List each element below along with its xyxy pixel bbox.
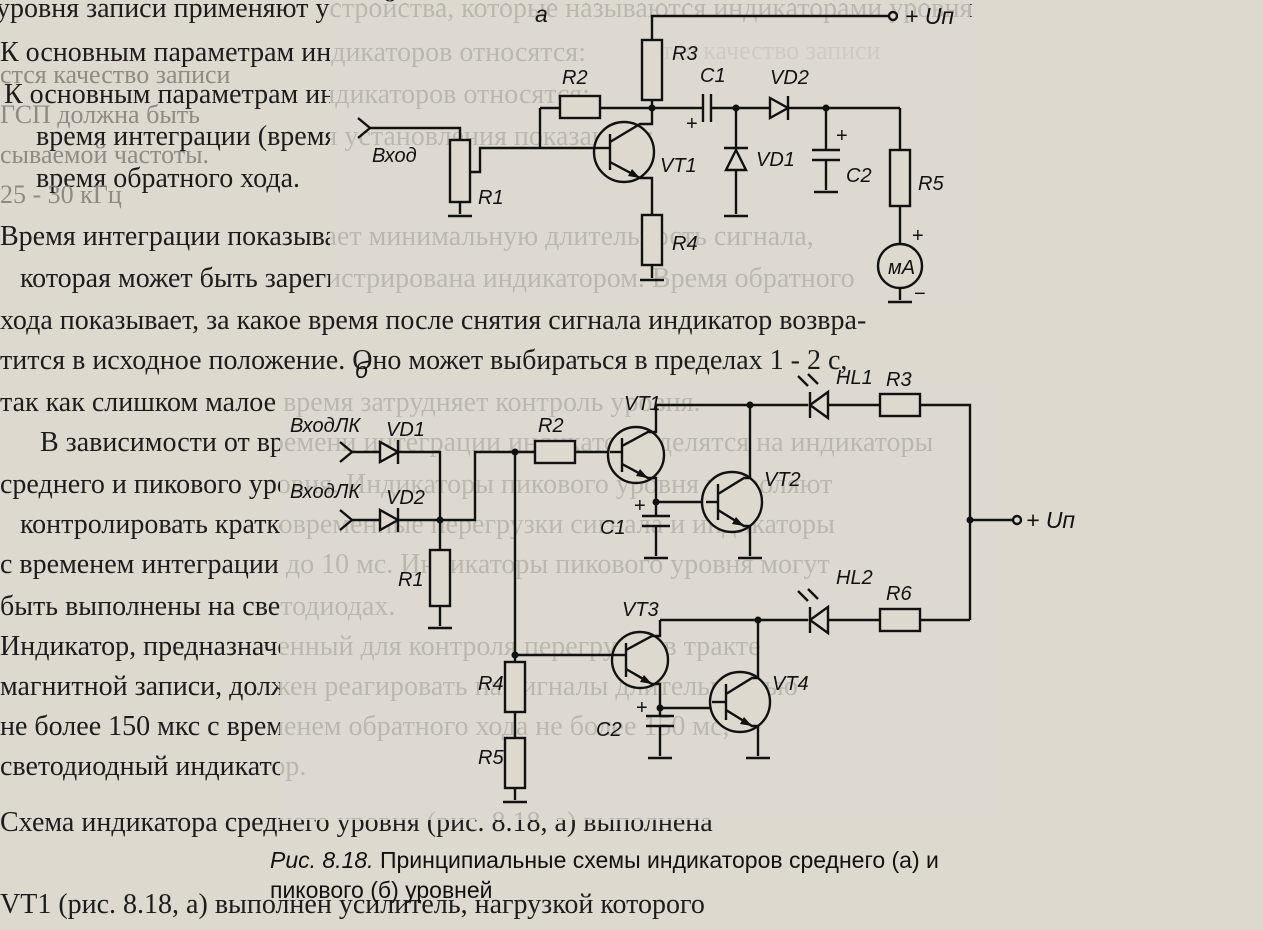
label-c2-a: C2 — [846, 165, 872, 187]
input-label-a: Вход — [372, 145, 417, 167]
wiper-wire — [470, 146, 600, 174]
text-line: стся качество записи — [0, 60, 231, 89]
label-r5-a: R5 — [918, 173, 944, 195]
label-r6-b: R6 — [886, 583, 912, 605]
label-r2-a: R2 — [562, 67, 588, 89]
potentiometer-r1-a — [448, 138, 472, 204]
text-line: хода показывает, за какое время после сн… — [0, 306, 867, 336]
label-vt1-a: VT1 — [660, 155, 697, 177]
input-lk2-label: ВходЛК — [290, 481, 361, 503]
input-lk1-label: ВходЛК — [290, 415, 361, 437]
text-line: светодиодный индикатор. — [0, 752, 307, 782]
resistor-r4-a — [640, 213, 664, 267]
label-vt3-b: VT3 — [622, 599, 659, 621]
caption-figure-number: Рис. 8.18. — [270, 847, 374, 873]
supply-rail-a — [650, 14, 890, 28]
resistor-r5-a — [888, 148, 912, 208]
text-line: VT1 (рис. 8.18, а) выполнен усилитель, н… — [0, 890, 705, 920]
label-r1-b: R1 — [398, 569, 424, 591]
svg-text:+: + — [836, 125, 848, 147]
diode-vd1-b — [378, 439, 401, 465]
transistor-vt1-a — [592, 120, 656, 184]
meter-label-a: мА — [888, 257, 915, 279]
label-c1-b: C1 — [600, 517, 626, 539]
label-c1-a: C1 — [700, 65, 726, 87]
label-r4-a: R4 — [672, 233, 698, 255]
label-vt1-b: VT1 — [624, 393, 661, 415]
label-vd1-b: VD1 — [386, 419, 425, 441]
supply-terminal-b — [1011, 514, 1023, 526]
supply-label-b: + Uп — [1026, 507, 1075, 533]
label-hl1-b: HL1 — [836, 367, 873, 389]
label-vt2-b: VT2 — [764, 469, 801, 491]
svg-text:+: + — [636, 697, 648, 719]
label-r2-b: R2 — [538, 415, 564, 437]
resistor-r6-b — [878, 607, 922, 633]
resistor-r3-a — [640, 38, 664, 102]
label-r3-a: R3 — [672, 43, 698, 65]
resistor-r3-b — [878, 392, 922, 418]
diode-vd2-a — [768, 95, 791, 121]
text-line: время обратного хода. — [36, 164, 301, 194]
svg-text:+: + — [634, 495, 646, 517]
text-line: сываемой частоты. — [0, 140, 210, 169]
transistor-vt1-b — [606, 425, 666, 485]
resistor-r5-b — [503, 736, 527, 790]
label-hl2-b: HL2 — [836, 567, 873, 589]
label-vt4-b: VT4 — [772, 673, 809, 695]
svg-text:−: − — [914, 283, 926, 305]
label-r4-b: R4 — [478, 673, 504, 695]
label-c2-b: C2 — [596, 719, 622, 741]
schematic-b: б ВходЛК VD1 ВходЛК VD2 R1 R2 — [280, 357, 1075, 820]
resistor-r4-b — [503, 660, 527, 714]
supply-terminal-a — [887, 10, 899, 22]
text-line: ГСП должна быть — [0, 100, 201, 129]
resistor-r2-a — [558, 94, 602, 120]
transistor-vt3-b — [610, 630, 670, 690]
label-r3-b: R3 — [886, 369, 912, 391]
label-vd2-a: VD2 — [770, 67, 809, 89]
caption-text: Принципиальные схемы индикаторов среднег… — [270, 847, 939, 903]
figure-caption: Рис. 8.18. Принципиальные схемы индикато… — [270, 845, 1030, 905]
resistor-r1-b — [428, 548, 452, 608]
text-line: тится в исходное положение. Оно может вы… — [0, 346, 848, 376]
schematic-a: а + Uп R3 R2 Вход R1 VT1 — [330, 1, 970, 305]
svg-text:+: + — [912, 225, 924, 247]
diode-vd2-b — [378, 507, 401, 533]
label-vd1-a: VD1 — [756, 149, 795, 171]
label-vd2-b: VD2 — [386, 487, 425, 509]
resistor-r2-b — [533, 439, 577, 465]
text-line: 25 - 30 кГц — [0, 180, 122, 209]
svg-text:+: + — [686, 113, 698, 135]
label-r5-b: R5 — [478, 747, 504, 769]
schematic-a-label: а — [535, 1, 548, 27]
schematic-b-label: б — [355, 357, 369, 383]
label-r1-a: R1 — [478, 187, 504, 209]
supply-label-a: + Uп — [905, 3, 954, 29]
